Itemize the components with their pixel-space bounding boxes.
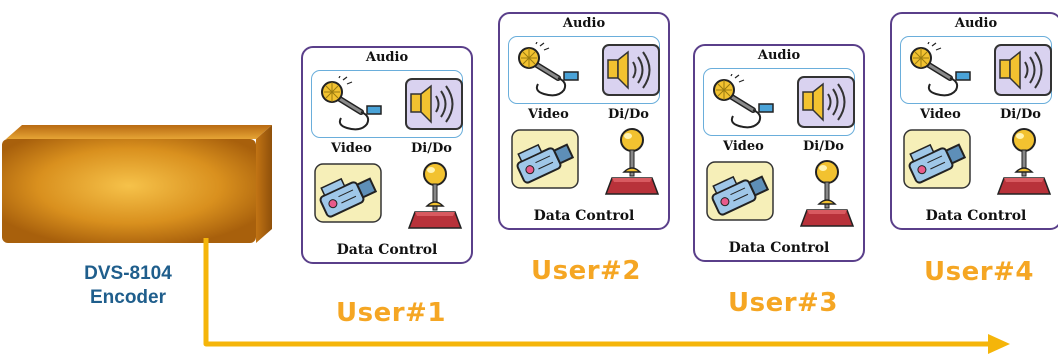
data-control-label: Data Control xyxy=(925,208,1027,224)
joystick-icon xyxy=(799,158,855,230)
microphone-icon xyxy=(906,42,976,98)
user-panel-1: Audio Video Di/Do xyxy=(301,46,473,264)
user-label-1: User#1 xyxy=(336,298,446,328)
video-camera-icon xyxy=(313,160,383,224)
data-control-label: Data Control xyxy=(336,242,438,258)
audio-title: Audio xyxy=(757,48,801,63)
joystick-icon xyxy=(407,160,463,232)
video-camera-icon xyxy=(902,126,972,190)
encoder-label-line1: DVS-8104 xyxy=(84,263,172,284)
microphone-icon xyxy=(514,42,584,98)
user-panel-2: Audio Video Di/Do xyxy=(498,12,670,230)
user-label-3: User#3 xyxy=(728,288,838,318)
dido-label: Di/Do xyxy=(608,107,649,122)
data-control-label: Data Control xyxy=(728,240,830,256)
video-label: Video xyxy=(723,139,764,154)
dido-label: Di/Do xyxy=(803,139,844,154)
audio-title: Audio xyxy=(954,16,998,31)
encoder-device xyxy=(0,125,272,247)
user-panel-4: Audio Video Di/Do xyxy=(890,12,1058,230)
microphone-icon xyxy=(317,76,387,132)
speaker-icon xyxy=(403,76,465,132)
speaker-icon xyxy=(795,74,857,130)
encoder-label-line2: Encoder xyxy=(89,287,167,308)
dido-label: Di/Do xyxy=(1000,107,1041,122)
joystick-icon xyxy=(996,126,1052,198)
video-camera-icon xyxy=(510,126,580,190)
user-label-4: User#4 xyxy=(924,257,1034,287)
speaker-icon xyxy=(600,42,662,98)
audio-title: Audio xyxy=(365,50,409,65)
encoder-label: DVS-8104 Encoder xyxy=(28,262,228,310)
video-label: Video xyxy=(331,141,372,156)
audio-title: Audio xyxy=(562,16,606,31)
user-panel-3: Audio Video Di/Do xyxy=(693,44,865,262)
data-control-label: Data Control xyxy=(533,208,635,224)
video-label: Video xyxy=(920,107,961,122)
speaker-icon xyxy=(992,42,1054,98)
video-camera-icon xyxy=(705,158,775,222)
dido-label: Di/Do xyxy=(411,141,452,156)
microphone-icon xyxy=(709,74,779,130)
joystick-icon xyxy=(604,126,660,198)
video-label: Video xyxy=(528,107,569,122)
user-label-2: User#2 xyxy=(531,256,641,286)
